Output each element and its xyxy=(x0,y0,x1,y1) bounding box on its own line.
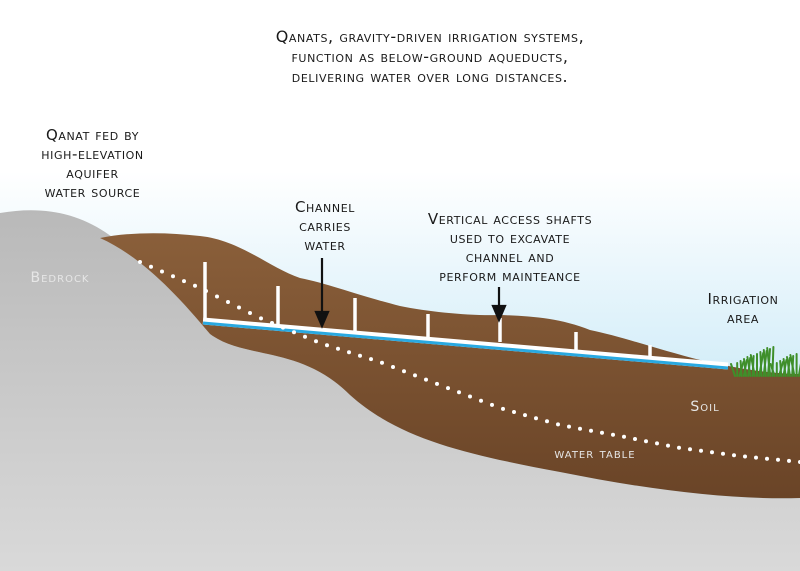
water-table-dot xyxy=(545,419,549,424)
label-channel: Channel carries water xyxy=(294,198,355,254)
water-table-dot xyxy=(688,447,692,452)
grass-blade xyxy=(749,354,756,377)
water-table-dot xyxy=(171,274,175,279)
water-table-dot xyxy=(468,394,472,399)
water-table-dot xyxy=(193,283,197,288)
water-table-dot xyxy=(655,441,659,446)
water-table-dot xyxy=(248,311,252,315)
grass-blade xyxy=(782,358,787,377)
grass-blade xyxy=(769,363,776,377)
grass-blade xyxy=(779,360,783,377)
water-table-dot xyxy=(369,357,373,362)
grass-blade xyxy=(762,349,767,377)
water-table-dot xyxy=(567,424,571,429)
water-table-dot xyxy=(578,426,582,431)
water-table-dot xyxy=(490,402,494,407)
water-table-dot xyxy=(237,305,241,310)
water-table-dot xyxy=(325,343,329,348)
grass-blade xyxy=(771,346,775,377)
grass-blade xyxy=(759,351,763,377)
grass-blade xyxy=(746,356,752,377)
shaft-arrow xyxy=(491,287,507,323)
water-table-dot xyxy=(347,350,351,355)
water-table-dot xyxy=(380,360,384,365)
water-table-dot xyxy=(270,321,274,325)
irrigation-grass xyxy=(730,346,800,377)
water-table-dot xyxy=(776,457,780,462)
water-table-dot xyxy=(215,294,219,299)
grass-blade xyxy=(797,363,800,377)
water-table-dot xyxy=(512,410,516,414)
water-table-dot xyxy=(435,381,439,386)
water-table-dot xyxy=(391,365,395,369)
water-table-dot xyxy=(226,300,230,304)
water-table-dot xyxy=(677,445,681,450)
grass-blade xyxy=(743,358,747,377)
water-table-dot xyxy=(446,386,450,391)
water-table-dot xyxy=(611,432,615,437)
water-table-line xyxy=(138,260,800,464)
water-table-dot xyxy=(281,325,285,330)
diagram-title: Qanats, gravity-driven irrigation system… xyxy=(275,27,585,86)
water-table-dot xyxy=(259,316,263,321)
water-table-dot xyxy=(149,264,153,269)
bedrock-layer xyxy=(0,210,800,571)
water-table-dot xyxy=(314,339,318,344)
qanat-channel-water xyxy=(202,321,729,370)
grass-blade xyxy=(739,360,743,377)
water-table-dot xyxy=(765,456,769,461)
water-table-dot xyxy=(457,390,461,395)
label-bedrock: Bedrock xyxy=(30,270,90,286)
water-table-dot xyxy=(754,455,758,460)
label-water-table: water table xyxy=(554,446,636,462)
grass-blade xyxy=(730,363,736,377)
grass-blade xyxy=(786,356,791,377)
water-table-dot xyxy=(721,451,725,456)
water-table-dot xyxy=(182,279,186,284)
grass-blade xyxy=(766,347,772,377)
water-table-dot xyxy=(556,422,560,427)
water-table-dot xyxy=(138,260,142,264)
label-aquifer-source: Qanat fed by high-elevation aquifer wate… xyxy=(41,126,144,201)
water-table-dot xyxy=(160,269,164,274)
water-table-dot xyxy=(633,437,637,441)
water-table-dot xyxy=(303,334,307,339)
water-table-dot xyxy=(710,450,714,455)
label-access-shafts: Vertical access shafts used to excavate … xyxy=(427,210,593,285)
water-table-dot xyxy=(402,369,406,374)
soil-layer xyxy=(100,233,800,499)
grass-blade xyxy=(789,354,796,377)
water-table-dot xyxy=(787,458,791,463)
water-table-dot xyxy=(523,413,527,418)
qanat-channel-tunnel xyxy=(202,317,729,370)
water-table-dot xyxy=(600,430,604,435)
water-table-dot xyxy=(336,346,340,351)
water-table-dot xyxy=(644,439,648,444)
label-soil: Soil xyxy=(690,399,720,415)
water-table-dot xyxy=(589,428,593,433)
water-table-dot xyxy=(413,373,417,378)
water-table-dot xyxy=(424,377,428,382)
water-table-dot xyxy=(699,448,703,453)
channel-arrow xyxy=(314,258,330,329)
water-table-dot xyxy=(534,416,538,421)
water-table-dot xyxy=(479,398,483,403)
water-table-dot xyxy=(204,289,208,293)
label-irrigation-area: Irrigation area xyxy=(707,290,779,327)
water-table-dot xyxy=(292,330,296,335)
water-table-dot xyxy=(358,353,362,358)
water-table-dot xyxy=(743,454,747,459)
water-table-dot xyxy=(501,406,505,411)
water-table-dot xyxy=(622,434,626,439)
water-table-dot xyxy=(666,443,670,448)
water-table-dot xyxy=(732,453,736,458)
